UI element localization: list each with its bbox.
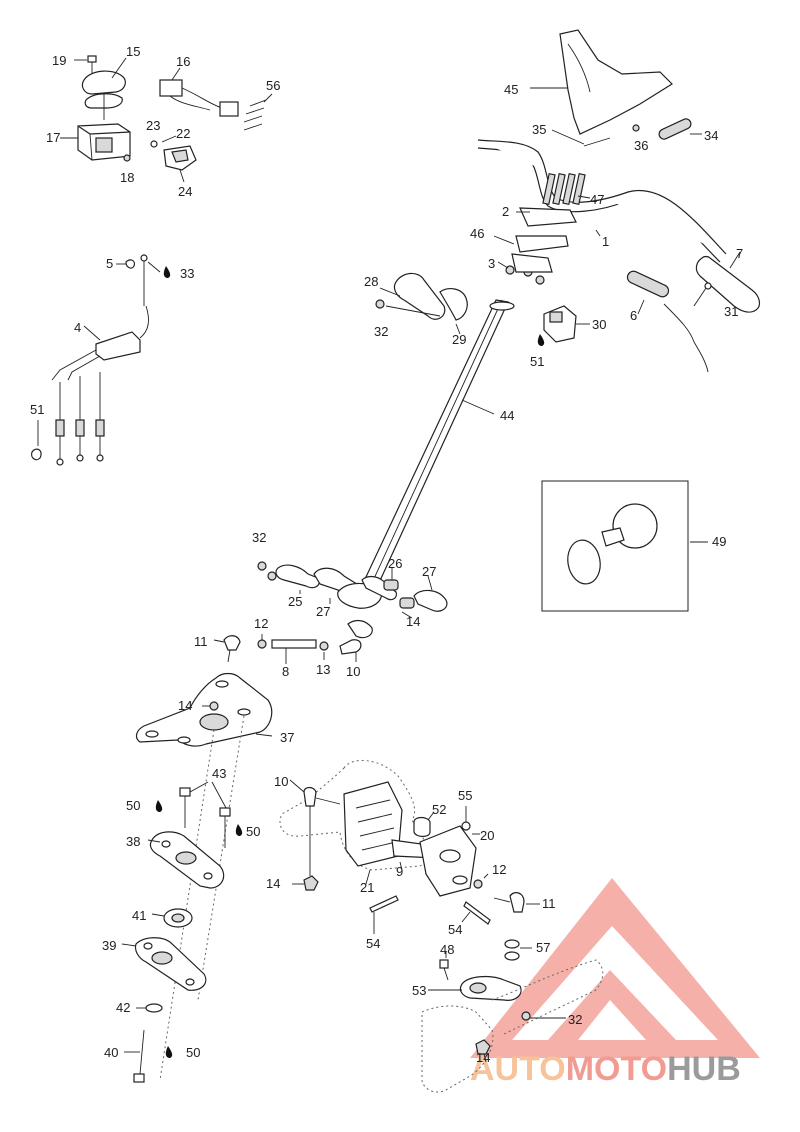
drop-icon [155, 800, 163, 812]
drop-icon [537, 334, 545, 346]
callout-28: 28 [364, 274, 378, 289]
callout-48: 48 [440, 942, 454, 957]
callout-43: 43 [212, 766, 226, 781]
throttle-cable-group [31, 254, 161, 466]
callout-15: 15 [126, 44, 140, 59]
callout-53: 53 [412, 983, 426, 998]
callout-37: 37 [280, 730, 294, 745]
lower-bracket-group [121, 672, 273, 1083]
callout-14a: 14 [406, 614, 420, 629]
callout-4: 4 [74, 320, 81, 335]
callout-25: 25 [288, 594, 302, 609]
callout-24: 24 [178, 184, 192, 199]
steering-arm-group [279, 759, 604, 1093]
callout-6: 6 [630, 308, 637, 323]
callout-19: 19 [52, 53, 66, 68]
callout-50c: 50 [186, 1045, 200, 1060]
callout-22: 22 [176, 126, 190, 141]
callout-13: 13 [316, 662, 330, 677]
watermark-moto: MOTO [566, 1050, 667, 1088]
callout-10a: 10 [346, 664, 360, 679]
callout-32a: 32 [374, 324, 388, 339]
callout-20: 20 [480, 828, 494, 843]
callout-14b: 14 [178, 698, 192, 713]
callout-30: 30 [592, 317, 606, 332]
callout-18: 18 [120, 170, 134, 185]
callout-11b: 11 [542, 896, 556, 911]
callout-44: 44 [500, 408, 514, 423]
triangle-logo-icon [470, 878, 760, 1058]
callout-36: 36 [634, 138, 648, 153]
switch-housing-group [60, 55, 273, 183]
callout-1: 1 [602, 234, 609, 249]
watermark-hub: HUB [667, 1050, 741, 1088]
callout-56: 56 [266, 78, 280, 93]
callout-35: 35 [532, 122, 546, 137]
drop-icon [235, 824, 243, 836]
callout-47: 47 [590, 192, 604, 207]
callout-14d: 14 [476, 1050, 490, 1065]
callout-29: 29 [452, 332, 466, 347]
callout-32c: 32 [568, 1012, 582, 1027]
callout-5: 5 [106, 256, 113, 271]
callout-7: 7 [736, 246, 743, 261]
callout-26: 26 [388, 556, 402, 571]
callout-42: 42 [116, 1000, 130, 1015]
callout-16: 16 [176, 54, 190, 69]
callout-40: 40 [104, 1045, 118, 1060]
callout-17: 17 [46, 130, 60, 145]
callout-50a: 50 [126, 798, 140, 813]
callout-27a: 27 [316, 604, 330, 619]
svg-text:AUTOMOTOHUB: AUTOMOTOHUB [470, 1050, 741, 1088]
callout-11a: 11 [194, 634, 208, 649]
callout-41: 41 [132, 908, 146, 923]
callout-49: 49 [712, 534, 726, 549]
callout-8: 8 [282, 664, 289, 679]
drop-icon [163, 266, 171, 278]
callout-51b: 51 [530, 354, 544, 369]
callout-9: 9 [396, 864, 403, 879]
callout-33: 33 [180, 266, 194, 281]
callout-21: 21 [360, 880, 374, 895]
steering-column-group [257, 272, 590, 639]
callout-57: 57 [536, 940, 550, 955]
callout-54b: 54 [448, 922, 462, 937]
callout-55: 55 [458, 788, 472, 803]
watermark-logo: AUTOMOTOHUB [470, 878, 760, 1088]
callout-52: 52 [432, 802, 446, 817]
callout-45: 45 [504, 82, 518, 97]
callout-32b: 32 [252, 530, 266, 545]
handlebar-group [477, 29, 761, 373]
callout-10b: 10 [274, 774, 288, 789]
callout-51a: 51 [30, 402, 44, 417]
callout-23: 23 [146, 118, 160, 133]
drop-icon [165, 1046, 173, 1058]
watermark-auto: AUTO [470, 1050, 566, 1088]
callout-31: 31 [724, 304, 738, 319]
callout-labels: 1 2 3 4 5 6 7 8 9 10 10 11 11 12 12 13 1… [30, 44, 743, 1065]
callout-50b: 50 [246, 824, 260, 839]
callout-3: 3 [488, 256, 495, 271]
tie-rod-group [213, 634, 362, 664]
callout-14c: 14 [266, 876, 280, 891]
callout-54a: 54 [366, 936, 380, 951]
callout-38: 38 [126, 834, 140, 849]
callout-27b: 27 [422, 564, 436, 579]
callout-12a: 12 [254, 616, 268, 631]
callout-46: 46 [470, 226, 484, 241]
inset-box [541, 480, 708, 612]
callout-2: 2 [502, 204, 509, 219]
callout-12b: 12 [492, 862, 506, 877]
callout-39: 39 [102, 938, 116, 953]
callout-34: 34 [704, 128, 718, 143]
